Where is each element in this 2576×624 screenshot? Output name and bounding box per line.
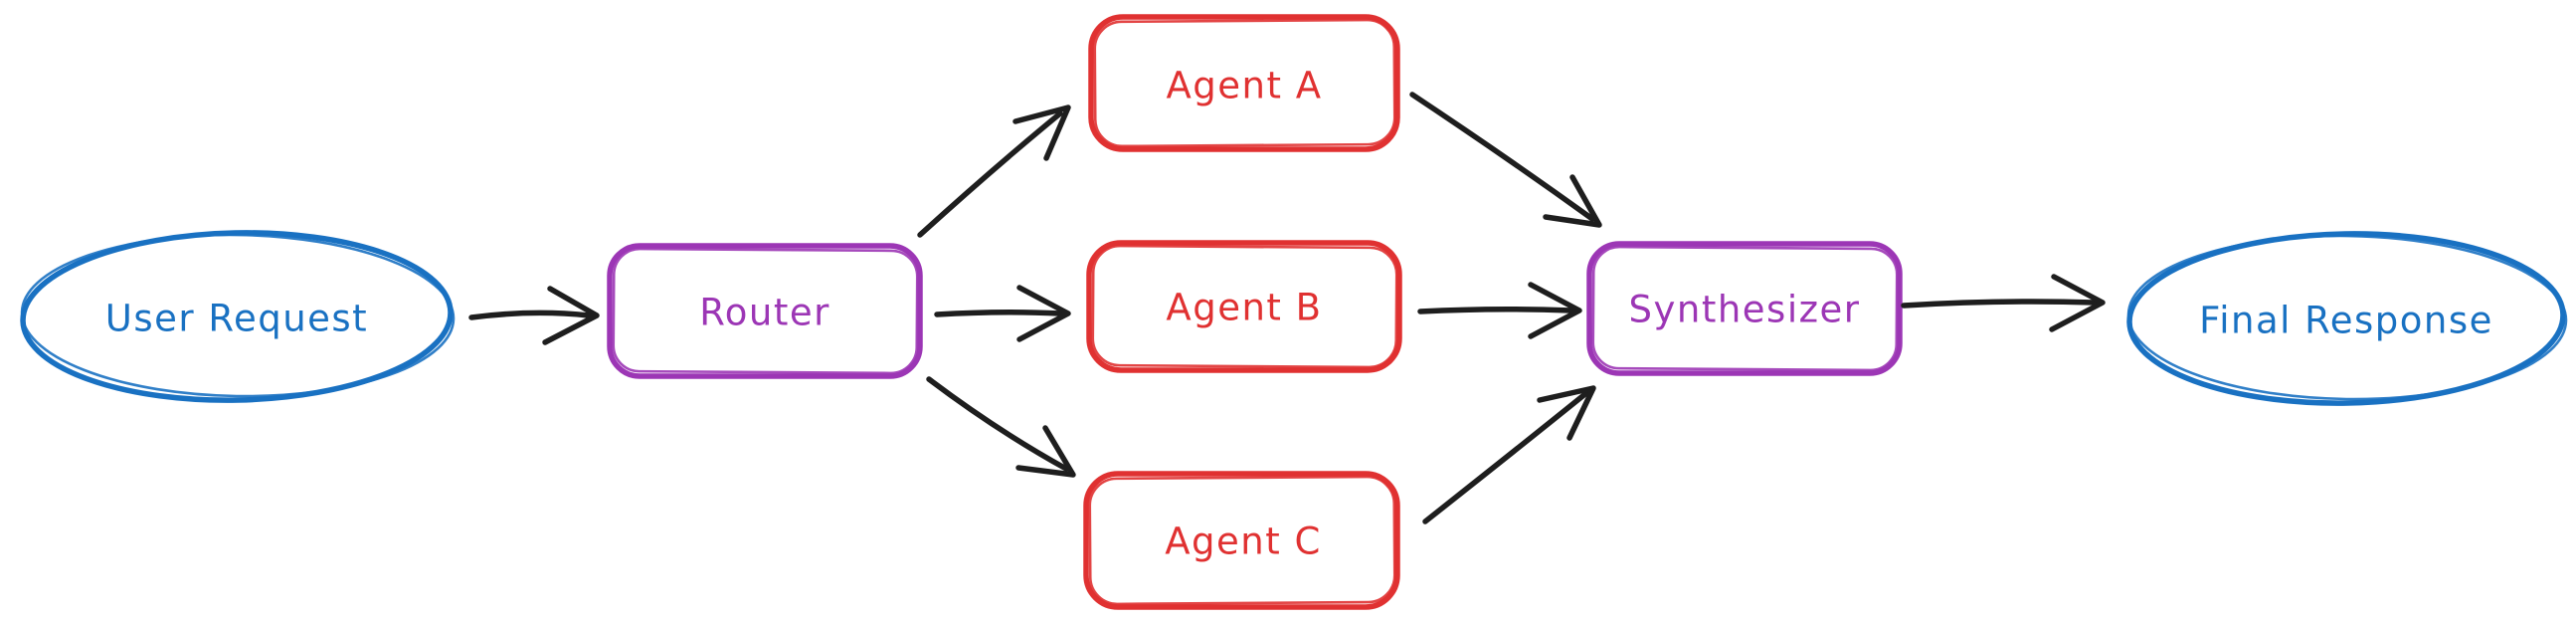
node-router[interactable]: Router xyxy=(607,243,923,379)
node-agent-a[interactable]: Agent A xyxy=(1088,14,1400,152)
agent-a-label: Agent A xyxy=(1166,65,1322,107)
final-response-ellipse-sketch-pass xyxy=(2126,234,2568,401)
router-box-sketch-pass xyxy=(612,247,919,375)
final-response-label: Final Response xyxy=(2199,300,2493,342)
arrow-head xyxy=(1537,385,1596,441)
arrow-synthesizer-to-final-response[interactable] xyxy=(1901,274,2106,332)
arrow-shaft xyxy=(934,309,1063,317)
node-final-response[interactable]: Final Response xyxy=(2126,230,2568,407)
arrow-head xyxy=(1012,104,1071,161)
arrow-head xyxy=(1528,282,1582,339)
arrow-user-request-to-router[interactable] xyxy=(468,286,600,345)
agent-a-box xyxy=(1088,14,1400,152)
arrow-router-to-agent-c[interactable] xyxy=(926,376,1076,478)
arrow-shaft xyxy=(468,310,592,320)
arrow-agent-c-to-synthesizer[interactable] xyxy=(1422,385,1596,524)
agent-c-label: Agent C xyxy=(1165,520,1322,563)
node-user-request[interactable]: User Request xyxy=(20,229,456,405)
synthesizer-label: Synthesizer xyxy=(1628,289,1860,331)
arrow-shaft xyxy=(1417,306,1574,314)
agent-c-box xyxy=(1083,471,1400,610)
arrow-router-to-agent-b[interactable] xyxy=(934,285,1071,342)
arrow-head xyxy=(2049,274,2106,332)
router-label: Router xyxy=(699,292,830,334)
arrow-shaft xyxy=(917,110,1063,238)
user-request-ellipse-sketch-pass xyxy=(20,233,456,398)
arrow-shaft xyxy=(926,376,1069,472)
user-request-label: User Request xyxy=(105,298,368,340)
agent-b-label: Agent B xyxy=(1166,287,1322,329)
arrow-head xyxy=(1016,285,1071,342)
agent-a-box-sketch-pass xyxy=(1093,18,1396,148)
agent-b-box-sketch-pass xyxy=(1091,244,1398,369)
synthesizer-box-sketch-pass xyxy=(1591,245,1899,372)
node-agent-c[interactable]: Agent C xyxy=(1083,471,1400,610)
arrow-head xyxy=(542,286,600,345)
node-agent-b[interactable]: Agent B xyxy=(1086,240,1402,373)
arrow-head xyxy=(1543,174,1602,228)
router-box xyxy=(607,243,923,379)
arrow-agent-b-to-synthesizer[interactable] xyxy=(1417,282,1582,339)
arrow-head xyxy=(1015,425,1076,478)
arrow-shaft xyxy=(1409,92,1595,222)
synthesizer-box xyxy=(1586,241,1903,376)
agent-c-box-sketch-pass xyxy=(1088,475,1396,606)
agent-b-box xyxy=(1086,240,1402,373)
arrow-router-to-agent-a[interactable] xyxy=(917,104,1071,238)
node-synthesizer[interactable]: Synthesizer xyxy=(1586,241,1903,376)
arrow-shaft xyxy=(1422,390,1589,524)
arrow-agent-a-to-synthesizer[interactable] xyxy=(1409,92,1602,228)
arrow-shaft xyxy=(1901,299,2098,309)
